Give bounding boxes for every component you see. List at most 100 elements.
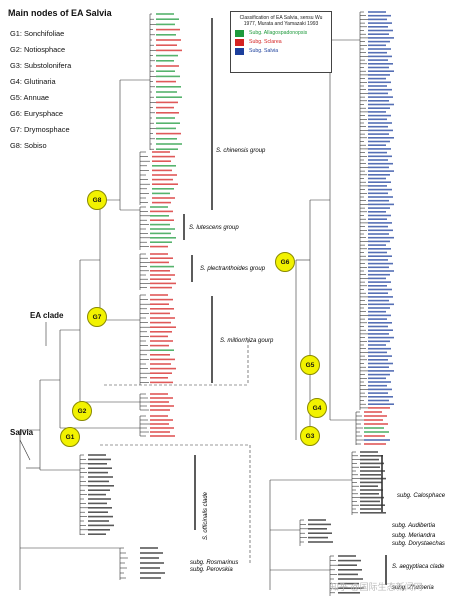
group-label-meriandra: subg. Meriandra bbox=[392, 533, 436, 539]
tip-label-mark bbox=[156, 54, 178, 57]
tip-label-mark bbox=[368, 399, 389, 402]
tip-label-mark bbox=[368, 22, 392, 24]
node-list-item: G3: Substolonifera bbox=[10, 61, 72, 70]
tip-label-mark bbox=[152, 169, 172, 172]
tip-label-mark bbox=[88, 454, 106, 456]
tip-label-mark bbox=[368, 277, 386, 280]
tip-label-mark bbox=[156, 70, 175, 72]
tip-label-mark bbox=[368, 373, 390, 376]
tip-label-mark bbox=[150, 405, 174, 407]
tip-label-mark bbox=[368, 207, 390, 209]
tip-label-mark bbox=[156, 148, 178, 150]
legend-header: Classification of EA Salvia, sensu Wu 19… bbox=[239, 15, 323, 28]
tip-label-mark bbox=[150, 326, 176, 328]
tip-label-mark bbox=[360, 458, 379, 461]
tip-label-mark bbox=[150, 409, 170, 411]
group-label-lutescens: S. lutescens group bbox=[189, 225, 239, 231]
tip-label-mark bbox=[360, 462, 384, 465]
tip-label-mark bbox=[88, 458, 111, 461]
tip-label-mark bbox=[368, 129, 393, 132]
tip-label-mark bbox=[364, 427, 384, 429]
tip-label-mark bbox=[88, 515, 113, 518]
tip-label-mark bbox=[368, 107, 390, 109]
tip-label-mark bbox=[150, 215, 169, 217]
tip-label-mark bbox=[150, 349, 174, 351]
tip-label-mark bbox=[150, 219, 174, 221]
tip-label-mark bbox=[150, 393, 168, 395]
node-badge-g5: G5 bbox=[300, 355, 320, 375]
tip-label-mark bbox=[360, 496, 384, 499]
tip-label-mark bbox=[338, 559, 361, 562]
tip-label-mark bbox=[360, 451, 378, 453]
tip-label-mark bbox=[360, 489, 383, 491]
tip-label-mark bbox=[368, 229, 393, 232]
tip-label-mark bbox=[364, 439, 390, 441]
tip-label-mark bbox=[88, 489, 110, 491]
tip-label-mark bbox=[368, 225, 388, 228]
tip-label-mark bbox=[368, 144, 386, 146]
tip-label-mark bbox=[368, 211, 386, 213]
tip-label-mark bbox=[338, 592, 360, 594]
tip-label-mark bbox=[150, 321, 171, 324]
tip-label-mark bbox=[150, 423, 169, 425]
group-label-zhumeria: subg. Zhumeria bbox=[392, 585, 434, 591]
tip-label-mark bbox=[368, 381, 391, 383]
tip-label-mark bbox=[368, 388, 392, 391]
tip-label-mark bbox=[338, 555, 356, 557]
group-label-miltiorrhiza: S. miltiorrhiza gourp bbox=[220, 338, 274, 344]
tip-label-mark bbox=[152, 174, 177, 176]
tip-label-mark bbox=[150, 241, 172, 243]
tip-label-mark bbox=[368, 218, 387, 220]
tip-label-mark bbox=[368, 322, 392, 324]
group-label-chinensis: S. chinensis group bbox=[216, 148, 266, 154]
tip-label-mark bbox=[368, 114, 391, 117]
tip-label-mark bbox=[150, 354, 170, 356]
tip-label-mark bbox=[368, 355, 392, 357]
tip-label-mark bbox=[156, 34, 176, 36]
tip-label-mark bbox=[308, 532, 332, 534]
tip-label-mark bbox=[152, 151, 170, 153]
tip-label-mark bbox=[368, 396, 393, 398]
tip-label-mark bbox=[368, 40, 390, 43]
tip-label-mark bbox=[368, 214, 391, 217]
tip-label-mark bbox=[152, 188, 174, 190]
tip-label-mark bbox=[368, 270, 394, 272]
tip-label-mark bbox=[152, 183, 178, 185]
tip-label-mark bbox=[156, 28, 180, 31]
tip-label-mark bbox=[368, 281, 391, 283]
tip-label-mark bbox=[368, 288, 392, 291]
group-label-officinalis: S. officinalis clade bbox=[203, 491, 209, 540]
tip-label-mark bbox=[150, 363, 171, 365]
tip-label-mark bbox=[88, 471, 108, 474]
tip-label-mark bbox=[364, 435, 385, 437]
tip-label-mark bbox=[368, 100, 389, 102]
tip-label-mark bbox=[368, 133, 389, 135]
tip-label-mark bbox=[150, 381, 173, 384]
tip-label-mark bbox=[364, 423, 388, 425]
group-label-aegyptiaca: S. aegyptiaca clade bbox=[392, 564, 445, 570]
tip-label-mark bbox=[150, 237, 176, 239]
tip-label-mark bbox=[150, 278, 171, 280]
tip-label-mark bbox=[150, 253, 168, 255]
tip-label-mark bbox=[156, 91, 177, 93]
tip-label-mark bbox=[368, 199, 389, 202]
tip-label-mark bbox=[156, 143, 182, 145]
tip-label-mark bbox=[368, 59, 388, 61]
tip-label-mark bbox=[338, 569, 362, 571]
legend-item-salvia: Subg. Salvia bbox=[235, 47, 327, 55]
tip-label-mark bbox=[338, 564, 357, 566]
tip-label-mark bbox=[368, 307, 390, 309]
tip-label-mark bbox=[364, 419, 383, 421]
tip-label-mark bbox=[156, 60, 174, 62]
tip-label-mark bbox=[150, 340, 173, 342]
tip-label-mark bbox=[360, 512, 386, 514]
node-badge-g2: G2 bbox=[72, 401, 92, 421]
tip-label-mark bbox=[368, 148, 391, 150]
tip-label-mark bbox=[368, 88, 392, 91]
tip-label-mark bbox=[156, 117, 175, 119]
tip-label-mark bbox=[368, 362, 393, 365]
tip-label-mark bbox=[360, 500, 380, 503]
tip-label-mark bbox=[368, 18, 387, 21]
tip-label-mark bbox=[150, 298, 173, 301]
tip-label-mark bbox=[156, 80, 176, 83]
